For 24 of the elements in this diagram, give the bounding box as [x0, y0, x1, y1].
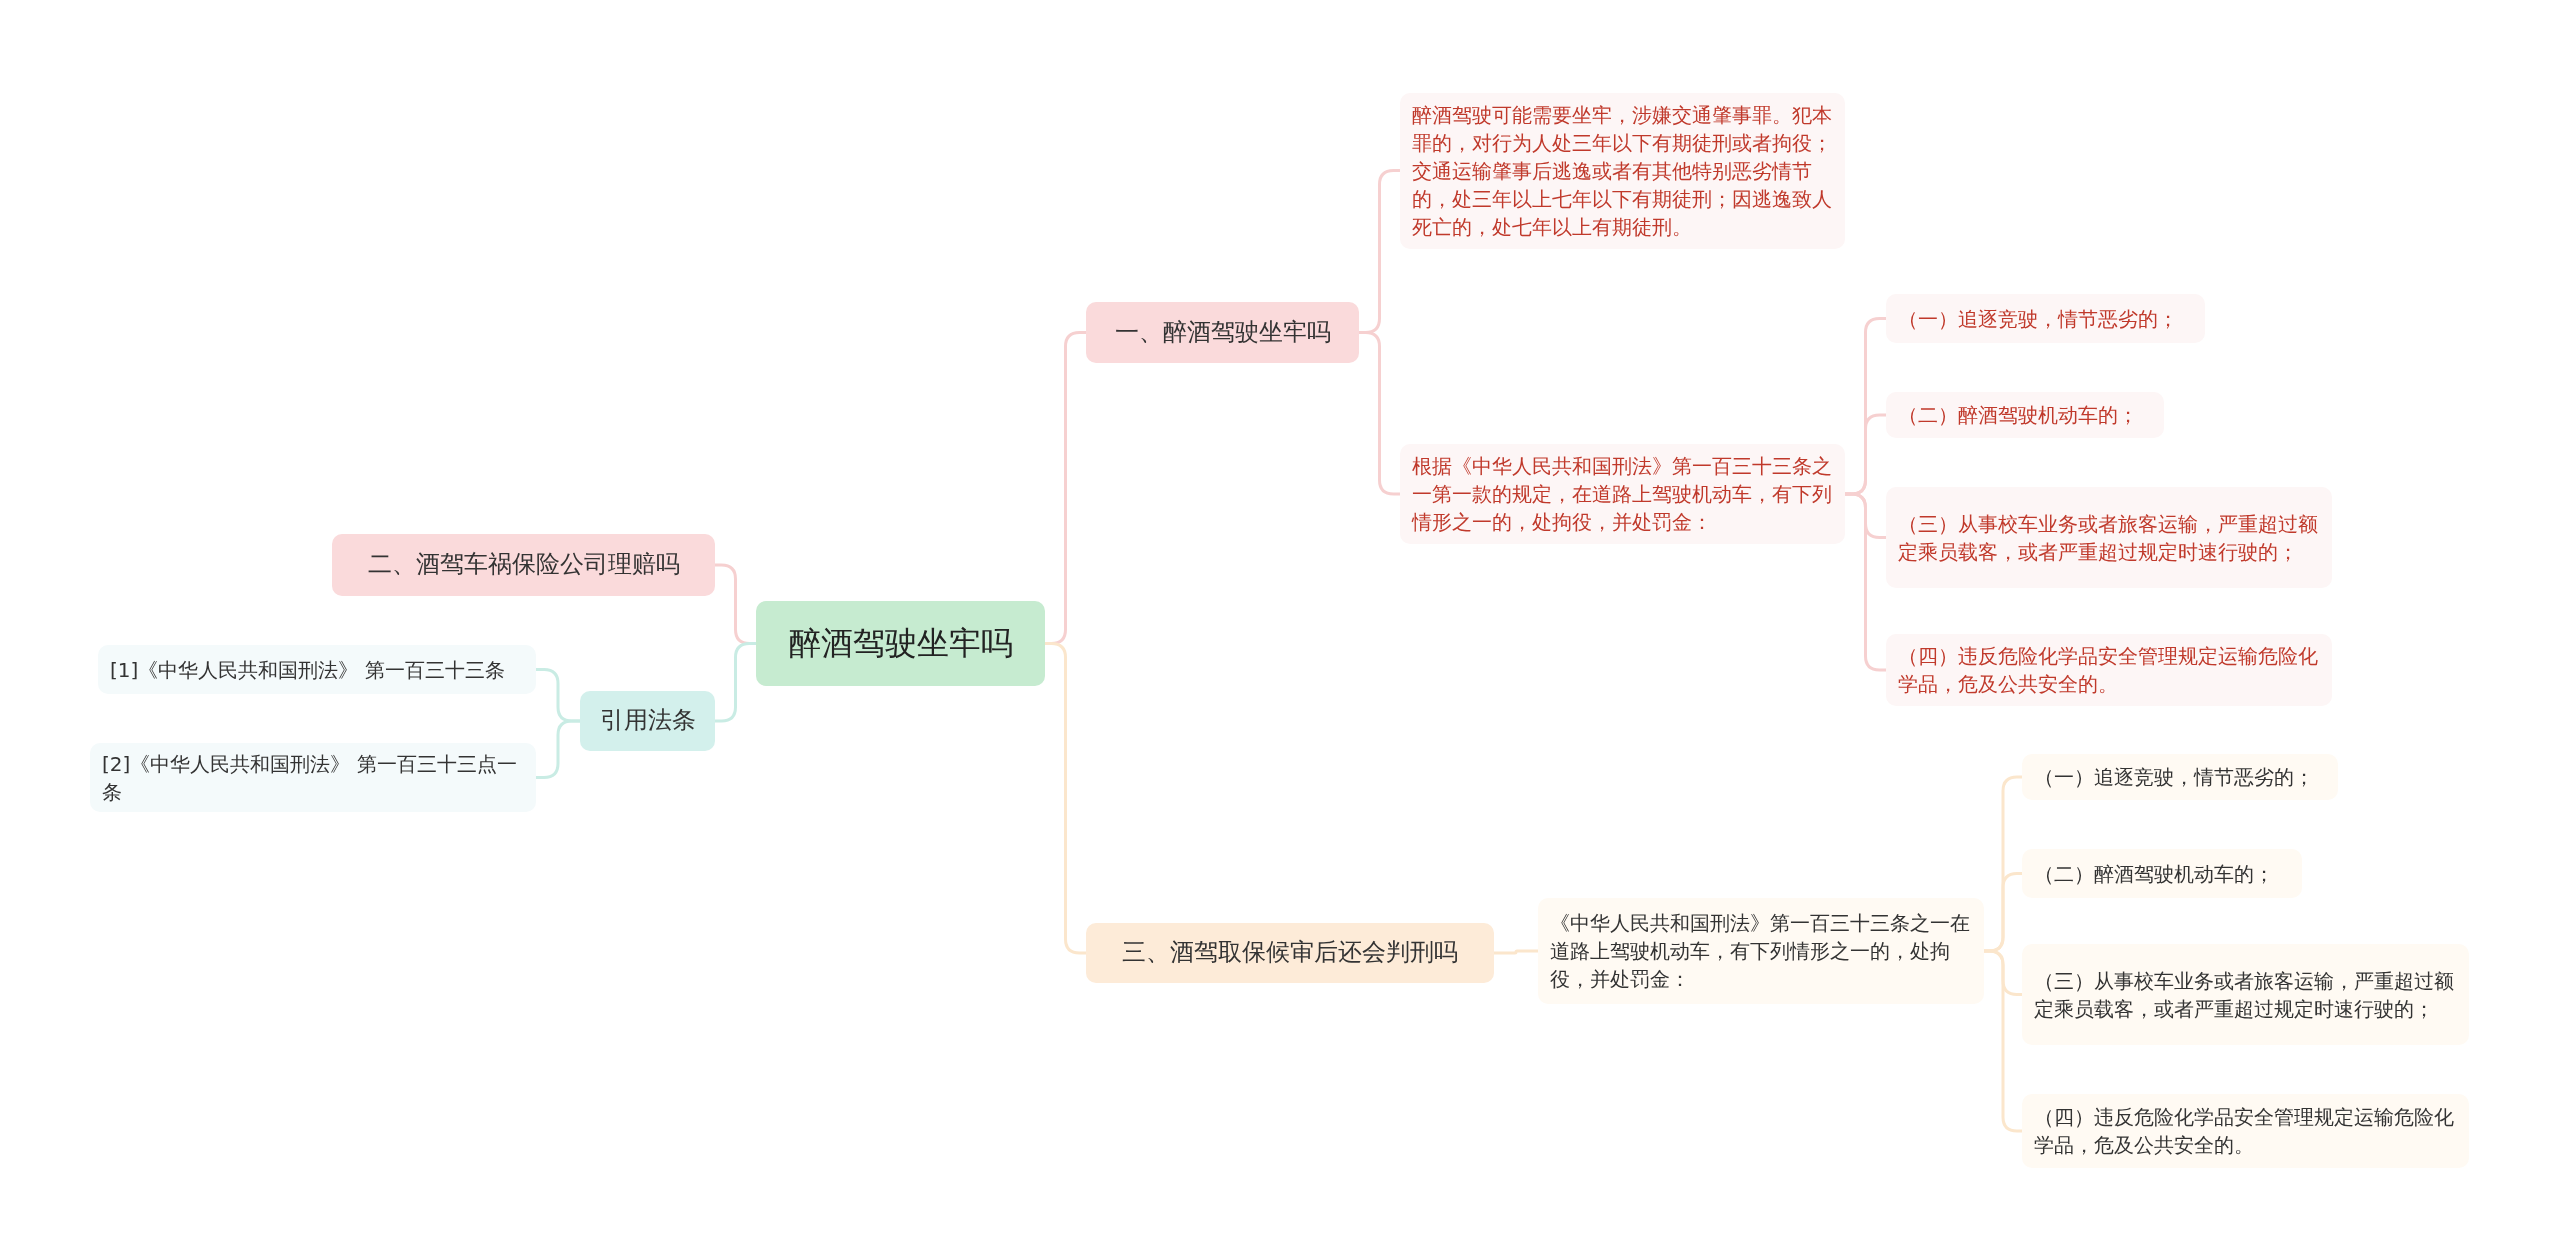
text-card: [1]《中华人民共和国刑法》 第一百三十三条: [98, 645, 536, 694]
text-card: （三）从事校车业务或者旅客运输，严重超过额定乘员载客，或者严重超过规定时速行驶的；: [1886, 487, 2332, 588]
text-card: 根据《中华人民共和国刑法》第一百三十三条之一第一款的规定，在道路上驾驶机动车，有下列情形之一的，处拘役，并处罚金：: [1400, 444, 1845, 544]
text-card: （四）违反危险化学品安全管理规定运输危险化学品，危及公共安全的。: [1886, 634, 2332, 706]
connector-line: [1045, 642, 1086, 955]
text-card: 《中华人民共和国刑法》第一百三十三条之一在道路上驾驶机动车，有下列情形之一的，处拘役，并处罚金：: [1538, 898, 1984, 1004]
topic-box: 二、酒驾车祸保险公司理赔吗: [332, 534, 715, 596]
connector-line: [1359, 331, 1400, 496]
connector-line: [1984, 949, 2022, 1133]
central-topic: 醉酒驾驶坐牢吗: [756, 601, 1045, 686]
connector-line: [1845, 492, 1886, 672]
connector-line: [715, 642, 756, 723]
text-card: （四）违反危险化学品安全管理规定运输危险化学品，危及公共安全的。: [2022, 1094, 2469, 1168]
text-card: 醉酒驾驶可能需要坐牢，涉嫌交通肇事罪。犯本罪的，对行为人处三年以下有期徒刑或者拘役；交通运输肇事后逃逸或者有其他特别恶劣情节的，处三年以上七年以下有期徒刑；因逃逸致人死亡的，处七年以上有期徒刑。: [1400, 93, 1845, 249]
text-card: （二）醉酒驾驶机动车的；: [2022, 849, 2302, 898]
text-card: （三）从事校车业务或者旅客运输，严重超过额定乘员载客，或者严重超过规定时速行驶的；: [2022, 944, 2469, 1045]
text-card: （二）醉酒驾驶机动车的；: [1886, 392, 2164, 438]
topic-box: 一、醉酒驾驶坐牢吗: [1086, 302, 1359, 363]
text-card: （一）追逐竞驶，情节恶劣的；: [1886, 294, 2205, 343]
topic-box: 三、酒驾取保候审后还会判刑吗: [1086, 923, 1494, 983]
text-card: （一）追逐竞驶，情节恶劣的；: [2022, 754, 2338, 800]
topic-box: 引用法条: [580, 691, 715, 751]
connector-line: [1494, 949, 1538, 955]
text-card: [2]《中华人民共和国刑法》 第一百三十三点一条: [90, 743, 536, 812]
